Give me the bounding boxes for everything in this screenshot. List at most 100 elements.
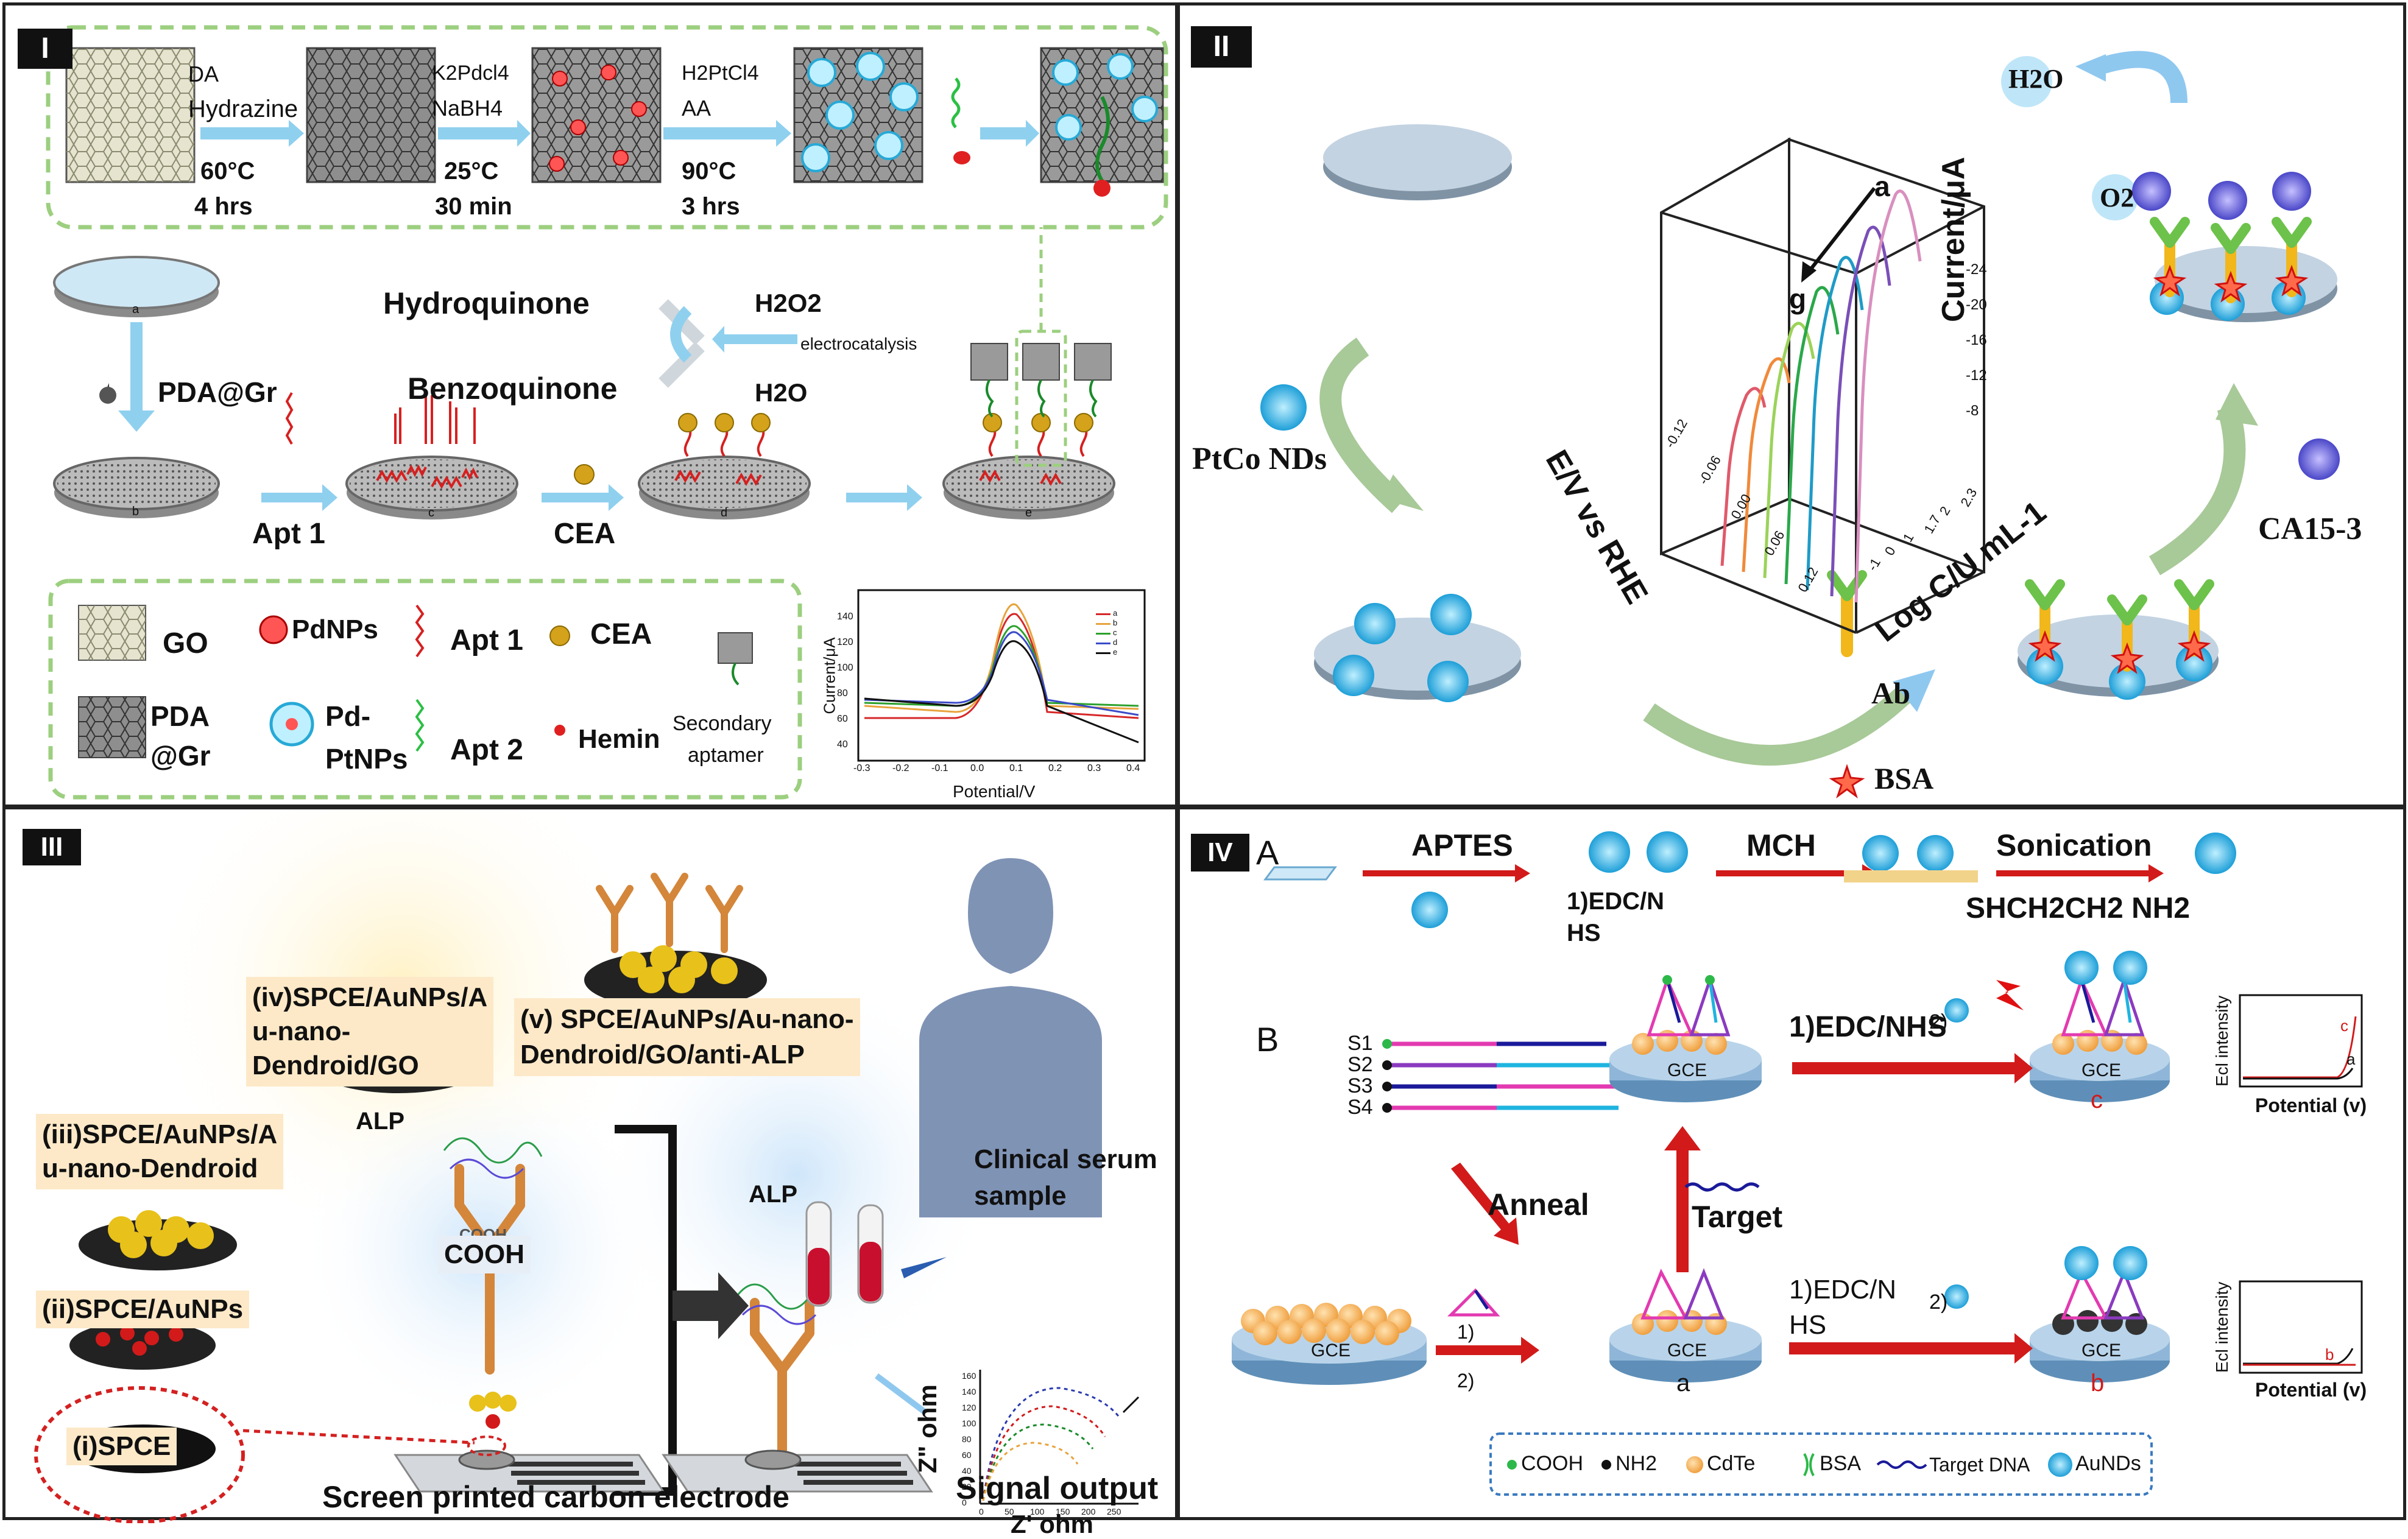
electrode-sub-b: b	[132, 505, 139, 518]
dpv-3d-chart	[1660, 137, 1985, 634]
h2o2-label: H2O2	[755, 289, 822, 317]
label-spce-iii-line1: (iii)SPCE/AuNPs/A	[42, 1119, 278, 1149]
inset-ytick-2: 80	[837, 688, 848, 699]
label-spce-iv-line1: (iv)SPCE/AuNPs/A	[252, 982, 488, 1012]
gce-label-2: GCE	[1667, 1340, 1707, 1361]
label-spce-i: (i)SPCE	[66, 1428, 177, 1465]
nyq-xtick-2: 100	[1030, 1507, 1045, 1516]
pda-gr-label: PDA@Gr	[158, 376, 277, 408]
ecl-xlabel-b: Potential (v)	[2255, 1379, 2367, 1401]
panel-iii: III (v) SPCE/AuNPs/Au-nano-Dendroid/GO/a…	[2, 806, 1178, 1538]
legend-cea: CEA	[590, 618, 652, 650]
legend-aunds: AuNDs	[2075, 1452, 2141, 1475]
zaxis-tick-2: -16	[1966, 332, 1987, 348]
step-1-label: 1)	[1457, 1321, 1475, 1343]
inset-xtick-4: 0.1	[1009, 763, 1023, 773]
inset-ytick-5: 140	[837, 611, 853, 622]
strand-s1: S1	[1347, 1032, 1373, 1055]
bsa-label: BSA	[1874, 761, 1934, 795]
inset-xtick-2: -0.1	[931, 763, 948, 773]
legend-cdte: CdTe	[1707, 1452, 1756, 1475]
step3-temp: 90°C	[682, 158, 736, 185]
sub-c-label: c	[2091, 1086, 2103, 1113]
ecl-ylabel-b: Ecl intensity	[2212, 1281, 2231, 1373]
legend-hemin: Hemin	[578, 724, 660, 754]
label-spce-iii: (iii)SPCE/AuNPs/A u-nano-Dendroid	[36, 1114, 284, 1189]
electrocatalysis-label: electrocatalysis	[800, 334, 917, 353]
step-2-label: 2)	[1457, 1370, 1475, 1392]
zaxis-tick-1: -20	[1966, 297, 1987, 313]
inset-xlabel: Potential/V	[953, 782, 1036, 801]
clinical-serum-line2: sample	[974, 1181, 1067, 1211]
anneal-label: Anneal	[1488, 1188, 1589, 1222]
inset-xtick-5: 0.2	[1048, 763, 1062, 773]
ecl-curve-c-mark: c	[2340, 1016, 2348, 1035]
nyq-xtick-4: 200	[1081, 1507, 1096, 1516]
step2-reagent-b: NaBH4	[432, 96, 503, 121]
legend-cooh: COOH	[1521, 1452, 1583, 1475]
legend-pda-gr-a: PDA	[150, 700, 210, 732]
inset-legend-4: e	[1113, 647, 1118, 657]
inset-legend-swatch-3	[1096, 643, 1110, 644]
benzoquinone-label: Benzoquinone	[408, 372, 618, 406]
gce-label-3: GCE	[1667, 1060, 1707, 1080]
step1-temp: 60°C	[200, 158, 255, 185]
o2-label: O2	[2100, 183, 2134, 213]
label-spce-iv-line3: Dendroid/GO	[252, 1051, 419, 1080]
alp-label-left: ALP	[356, 1108, 404, 1135]
edc-nhs-a-line1: 1)EDC/N	[1567, 888, 1665, 915]
h2o-product-label: H2O	[2008, 64, 2064, 94]
edc-nhs-b-line2: HS	[1789, 1310, 1827, 1340]
ecl-xlabel-c: Potential (v)	[2255, 1094, 2367, 1116]
signal-output-label: Signal output	[956, 1471, 1159, 1506]
legend-target-dna: Target DNA	[1929, 1454, 2030, 1476]
inset-legend-2: c	[1113, 628, 1117, 637]
z-double-prime-label: Z" ohm	[913, 1384, 942, 1473]
inset-legend-swatch-0	[1096, 613, 1110, 615]
inset-legend-1: b	[1113, 618, 1118, 627]
label-spce-iii-line2: u-nano-Dendroid	[42, 1153, 258, 1183]
sonication-label: Sonication	[1996, 828, 2152, 862]
panel-ii-graphics	[1260, 51, 2340, 798]
cea-label: CEA	[554, 518, 616, 550]
ptco-nds-label: PtCo NDs	[1192, 442, 1327, 476]
section-b-label: B	[1256, 1020, 1279, 1058]
label-spce-v-line1: (v) SPCE/AuNPs/Au-nano-	[520, 1004, 854, 1034]
step1-time: 4 hrs	[194, 193, 253, 220]
inset-xtick-3: 0.0	[970, 763, 984, 773]
inset-xtick-1: -0.2	[892, 763, 909, 773]
label-spce-v: (v) SPCE/AuNPs/Au-nano-Dendroid/GO/anti-…	[514, 998, 860, 1076]
nyq-xtick-0: 0	[979, 1507, 984, 1516]
panel-i: I DA Hydrazine 60°C 4 hrs K2Pdcl4 NaBH4 …	[2, 2, 1178, 808]
two-mid-label: 2)	[1929, 1010, 1948, 1034]
target-label: Target	[1692, 1200, 1783, 1234]
h2o-label: H2O	[755, 378, 808, 407]
ecl-curve-a-mark: a	[2346, 1050, 2356, 1068]
nyq-ytick-6: 120	[962, 1403, 976, 1412]
nyq-xtick-5: 250	[1107, 1507, 1121, 1516]
legend-bsa: BSA	[1820, 1452, 1862, 1475]
gce-label-1: GCE	[1311, 1340, 1351, 1361]
gce-label-4: GCE	[2081, 1060, 2122, 1080]
step2-time: 30 min	[435, 193, 512, 220]
inset-ytick-4: 120	[837, 637, 853, 647]
electrode-sub-e: e	[1025, 506, 1033, 519]
ecl-chart-b	[2239, 1280, 2363, 1374]
legend-pda-gr-b: @Gr	[150, 740, 211, 772]
inset-ylabel: Current/μA	[820, 637, 839, 714]
cv-inset-chart	[857, 589, 1146, 762]
strand-s4: S4	[1347, 1096, 1373, 1119]
zaxis-tick-3: -12	[1966, 367, 1987, 384]
strand-s2: S2	[1347, 1053, 1373, 1076]
inset-xtick-6: 0.3	[1087, 763, 1101, 773]
sub-b-label: b	[2091, 1370, 2105, 1396]
panel-i-graphics	[46, 25, 1168, 800]
nyq-ytick-8: 160	[962, 1371, 976, 1381]
two-bottom-label: 2)	[1929, 1291, 1948, 1314]
nyq-xtick-3: 150	[1056, 1507, 1070, 1516]
legend-pd-ptnps-b: PtNPs	[325, 743, 408, 775]
step2-temp: 25°C	[444, 158, 499, 185]
nyq-ytick-0: 0	[962, 1498, 967, 1507]
